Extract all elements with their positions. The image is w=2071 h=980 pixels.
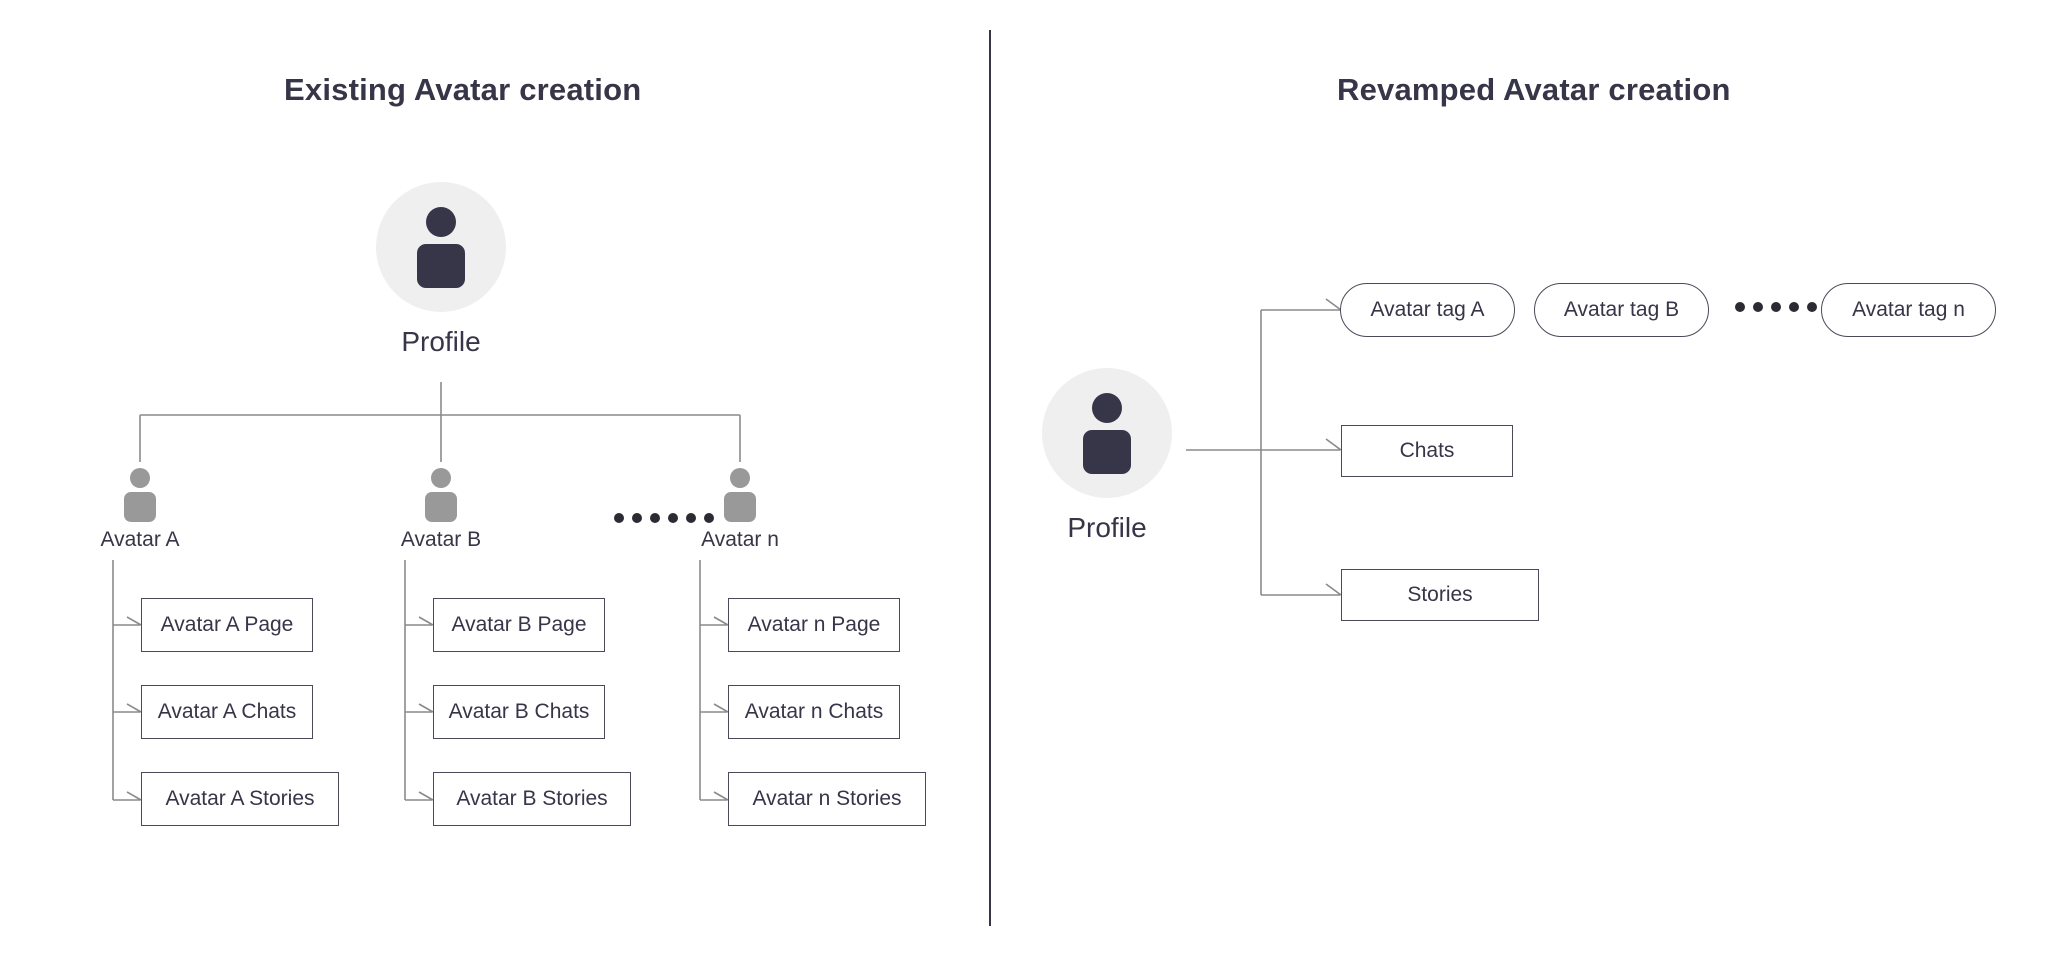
node-avatar-b-chats[interactable]: Avatar B Chats bbox=[433, 685, 605, 739]
page-title-right: Revamped Avatar creation bbox=[1337, 72, 1731, 107]
node-chats[interactable]: Chats bbox=[1341, 425, 1513, 477]
node-avatar-a-page[interactable]: Avatar A Page bbox=[141, 598, 313, 652]
node-avatar-n-stories[interactable]: Avatar n Stories bbox=[728, 772, 926, 826]
avatar-node-a[interactable]: Avatar A bbox=[101, 468, 180, 551]
tag-label: Avatar tag A bbox=[1370, 298, 1485, 321]
tag-avatar-a[interactable]: Avatar tag A bbox=[1340, 283, 1515, 337]
node-label: Avatar B Stories bbox=[456, 787, 608, 810]
node-avatar-a-chats[interactable]: Avatar A Chats bbox=[141, 685, 313, 739]
avatar-node-n[interactable]: Avatar n bbox=[701, 468, 779, 551]
node-avatar-n-page[interactable]: Avatar n Page bbox=[728, 598, 900, 652]
tag-avatar-n[interactable]: Avatar tag n bbox=[1821, 283, 1996, 337]
node-label: Avatar n Chats bbox=[744, 700, 884, 723]
avatar-label-a: Avatar A bbox=[100, 528, 180, 551]
left-profile-label: Profile bbox=[401, 326, 481, 357]
node-label: Avatar B Page bbox=[451, 613, 587, 636]
node-avatar-b-page[interactable]: Avatar B Page bbox=[433, 598, 605, 652]
page-title-left: Existing Avatar creation bbox=[284, 72, 642, 107]
node-avatar-a-stories[interactable]: Avatar A Stories bbox=[141, 772, 339, 826]
person-icon bbox=[376, 182, 506, 312]
node-label: Avatar A Page bbox=[160, 613, 294, 636]
tag-ellipsis-dots bbox=[1735, 302, 1817, 312]
node-label: Avatar n Stories bbox=[752, 787, 902, 810]
node-avatar-n-chats[interactable]: Avatar n Chats bbox=[728, 685, 900, 739]
avatar-label-n: Avatar n bbox=[701, 528, 779, 551]
right-profile-label: Profile bbox=[1067, 512, 1147, 543]
panel-divider bbox=[989, 30, 991, 926]
node-label: Avatar n Page bbox=[747, 613, 881, 636]
avatar-node-b[interactable]: Avatar B bbox=[401, 468, 481, 551]
node-stories[interactable]: Stories bbox=[1341, 569, 1539, 621]
person-icon bbox=[431, 468, 451, 488]
node-label: Avatar B Chats bbox=[448, 700, 590, 723]
node-avatar-b-stories[interactable]: Avatar B Stories bbox=[433, 772, 631, 826]
node-label: Avatar A Stories bbox=[165, 787, 315, 810]
tag-label: Avatar tag B bbox=[1563, 298, 1680, 321]
person-icon bbox=[1042, 368, 1172, 498]
node-label: Chats bbox=[1399, 439, 1455, 462]
person-icon bbox=[130, 468, 150, 488]
right-profile-node[interactable]: Profile bbox=[1042, 368, 1172, 544]
tag-avatar-b[interactable]: Avatar tag B bbox=[1534, 283, 1709, 337]
left-profile-node[interactable]: Profile bbox=[376, 182, 506, 358]
tag-label: Avatar tag n bbox=[1852, 298, 1965, 321]
node-label: Stories bbox=[1407, 583, 1473, 606]
node-label: Avatar A Chats bbox=[157, 700, 297, 723]
person-icon bbox=[730, 468, 750, 488]
avatar-ellipsis-dots bbox=[614, 513, 714, 523]
avatar-label-b: Avatar B bbox=[400, 528, 482, 551]
